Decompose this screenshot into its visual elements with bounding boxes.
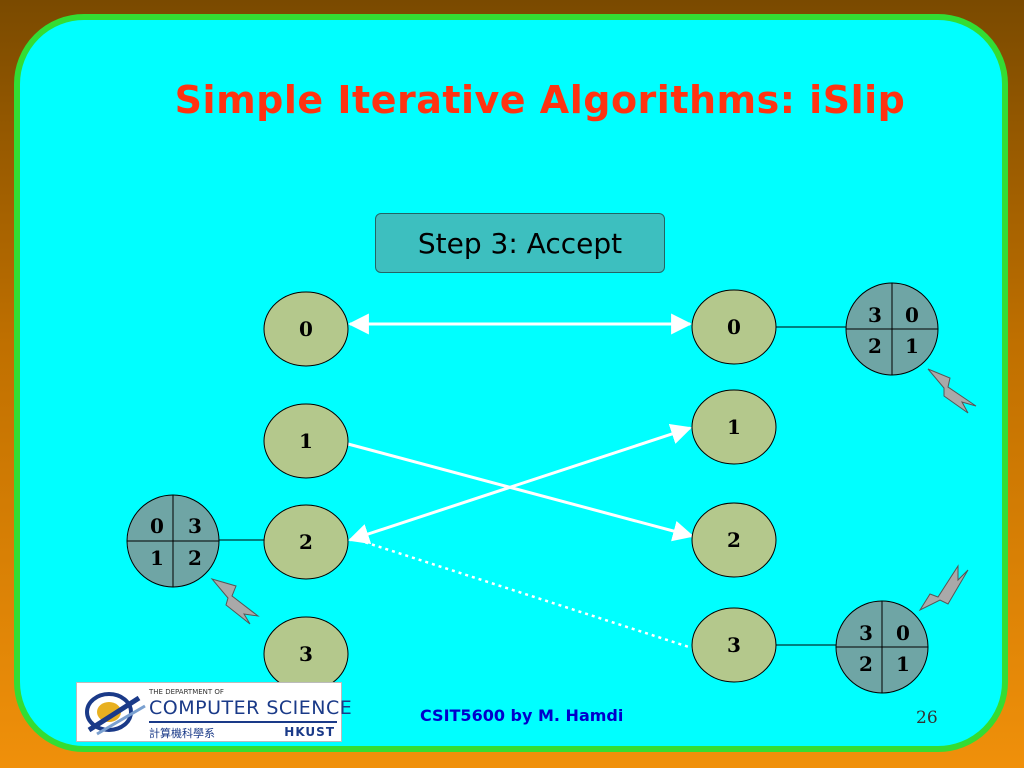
input-node-3: 3	[263, 616, 349, 692]
pointer-output3: 3 0 2 1	[835, 600, 929, 694]
logo-school-text: HKUST	[284, 725, 335, 739]
pointer-output0-tr: 0	[905, 303, 919, 327]
pointer-output3-tr: 0	[896, 621, 910, 645]
input-node-1: 1	[263, 403, 349, 479]
output-label-2: 2	[727, 528, 741, 552]
pointer-input2-bl: 1	[150, 546, 164, 570]
input-label-3: 3	[299, 642, 313, 666]
input-label-2: 2	[299, 530, 313, 554]
pointer-output0-br: 1	[905, 334, 919, 358]
dotted-line-input2-output3	[351, 536, 693, 650]
output-node-0: 0	[691, 289, 777, 365]
input-label-1: 1	[299, 429, 313, 453]
logo-chinese-text: 計算機科學系	[149, 727, 215, 740]
step-label: Step 3: Accept	[417, 226, 623, 260]
logo-name-text: COMPUTER SCIENCE	[149, 697, 353, 719]
footer-author: CSIT5600 by M. Hamdi	[420, 706, 624, 725]
pointer-arrow-output3-icon	[918, 564, 969, 612]
input-node-0: 0	[263, 291, 349, 367]
output-label-0: 0	[727, 315, 741, 339]
output-node-3: 3	[691, 607, 777, 683]
input-node-2: 2	[263, 504, 349, 580]
match-line-input2-output1	[348, 423, 692, 545]
output-label-3: 3	[727, 633, 741, 657]
pointer-output0-bl: 2	[868, 334, 882, 358]
pointer-arrow-input2-icon	[210, 578, 260, 625]
output-label-1: 1	[727, 415, 741, 439]
logo-emblem-icon	[85, 692, 146, 736]
output-node-2: 2	[691, 502, 777, 578]
department-logo: THE DEPARTMENT OF COMPUTER SCIENCE 計算機科學…	[76, 682, 352, 742]
input-label-0: 0	[299, 317, 313, 341]
pointer-output0-tl: 3	[868, 303, 882, 327]
pointer-input2-br: 2	[188, 546, 202, 570]
logo-divider	[149, 721, 337, 723]
pointer-output0: 3 0 2 1	[845, 282, 939, 376]
pointer-arrow-output0-icon	[927, 368, 977, 414]
logo-dept-text: THE DEPARTMENT OF	[149, 688, 224, 696]
pointer-output3-tl: 3	[859, 621, 873, 645]
pointer-output3-br: 1	[896, 652, 910, 676]
page-number: 26	[916, 708, 938, 728]
output-node-1: 1	[691, 389, 777, 465]
pointer-output3-bl: 2	[859, 652, 873, 676]
slide-title: Simple Iterative Algorithms: iSlip	[174, 78, 906, 122]
pointer-input2-tl: 0	[150, 514, 164, 538]
step-label-box: Step 3: Accept	[375, 213, 665, 273]
pointer-input2-tr: 3	[188, 514, 202, 538]
pointer-input2: 0 3 1 2	[126, 494, 220, 588]
